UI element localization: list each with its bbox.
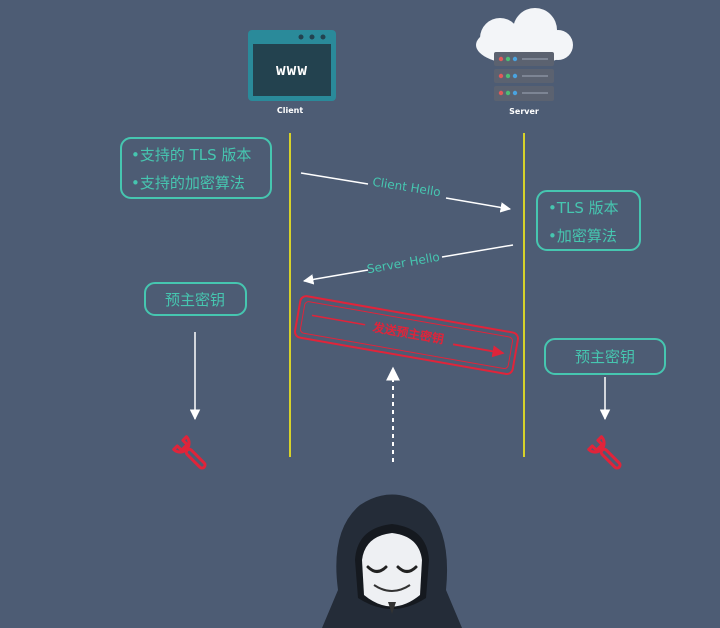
hooded-hacker-icon (322, 494, 462, 628)
server-hello-label: Server Hello (366, 250, 441, 277)
premaster-key-right-box: 预主密钥 (544, 338, 666, 375)
client-support-cipher: •支持的加密算法 (131, 174, 245, 192)
premaster-key-right-label: 预主密钥 (575, 348, 635, 366)
client-label: Client (277, 106, 303, 115)
client-hello-label: Client Hello (371, 175, 441, 200)
client-supports-box: •支持的 TLS 版本 •支持的加密算法 (120, 137, 272, 199)
send-premaster-stamp: 发送预主密钥 (293, 295, 520, 376)
server-chosen-tls: •TLS 版本 (548, 199, 619, 217)
client-support-tls: •支持的 TLS 版本 (131, 146, 251, 164)
server-hello-arrow: Server Hello (302, 244, 514, 285)
wrench-key-icon (172, 435, 207, 470)
browser-www-text: www (276, 60, 308, 79)
server-chosen-box: •TLS 版本 •加密算法 (536, 190, 641, 251)
cloud-server-icon (476, 8, 573, 101)
premaster-key-left-box: 预主密钥 (144, 282, 247, 316)
browser-window-icon: www (248, 30, 336, 101)
premaster-key-left-label: 预主密钥 (165, 291, 225, 309)
wrench-key-icon (587, 435, 622, 470)
client-hello-arrow: Client Hello (300, 172, 512, 213)
server-chosen-cipher: •加密算法 (548, 227, 617, 245)
server-label: Server (509, 107, 539, 116)
